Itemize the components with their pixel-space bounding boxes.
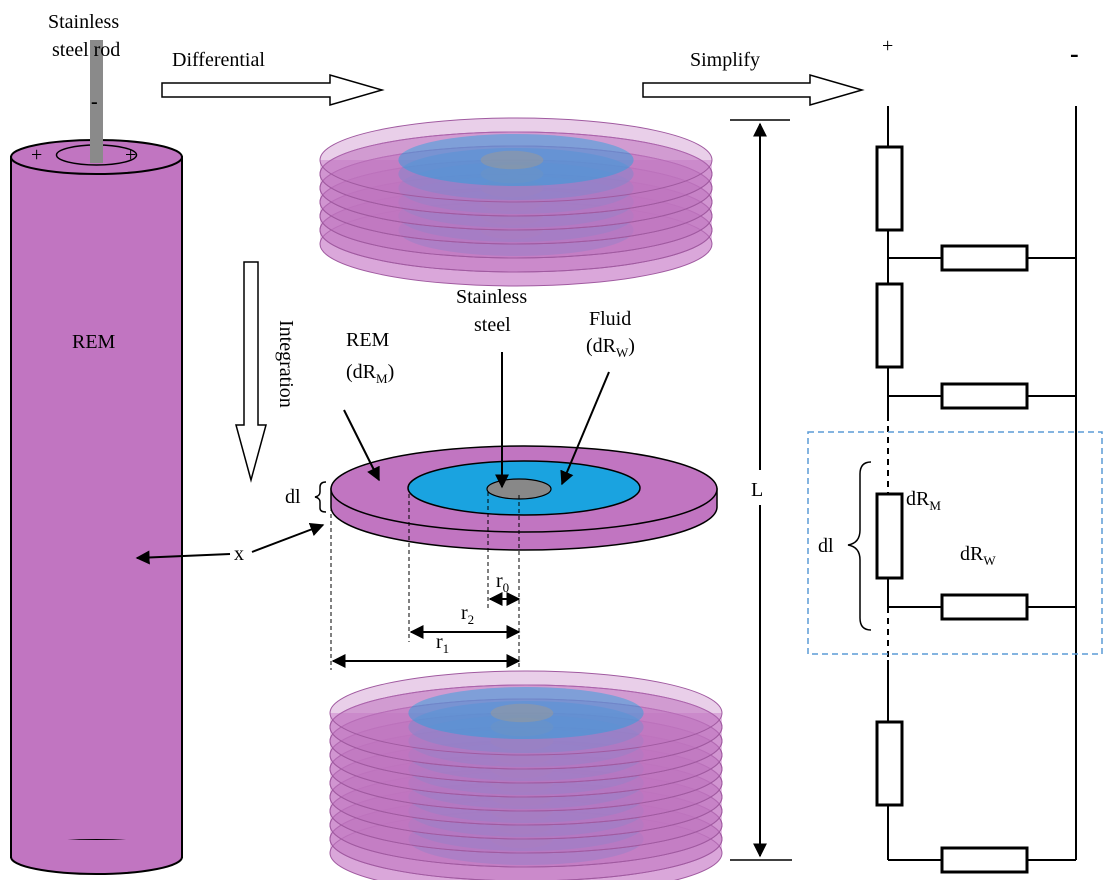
radius-guides [330,492,520,670]
differential-label: Differential [172,49,265,71]
x-arrow-right [251,522,325,553]
rod-plus-right: + [125,144,136,166]
r1-label: r1 [436,631,449,656]
resistor-w-1 [940,244,1029,272]
integration-arrow [235,261,267,483]
stacked-disk-layer [319,131,713,231]
rem-cylinder [10,139,183,875]
drw-label: dRW [960,543,996,568]
lower-disk-stack [329,670,723,880]
x-arrow-left [135,550,231,565]
x-label: x [234,543,244,565]
circuit-wires [887,106,1077,861]
resistor-m-1 [875,145,904,232]
drm-label: dRM [906,488,941,513]
rem-disk-pointer [343,409,380,482]
ss-label-line2: steel [474,314,511,336]
steel-rod [90,40,103,163]
differential-arrow [161,74,385,106]
circuit-minus: - [1070,39,1079,68]
length-dimension [730,119,792,861]
simplify-arrow [642,74,865,106]
rod-plus-left: + [31,144,42,166]
rem-disk-label-line1: REM [346,329,390,351]
stacked-disk-layer [319,117,713,217]
stacked-disk-layer [329,670,723,770]
dl-circuit-label: dl [818,535,834,557]
differential-disk [330,445,718,551]
rod-label-line1: Stainless [48,11,119,33]
stacked-disk-layer [329,684,723,784]
resistors-membrane [875,145,904,807]
rod-minus: - [91,91,98,113]
resistor-m-2 [875,282,904,369]
rem-label: REM [72,331,116,353]
dl-circuit-brace [847,461,872,631]
fluid-label-line2: (dRW) [586,335,635,360]
fluid-pointer [560,371,610,486]
resistors-water [940,244,1029,874]
dl-disk-brace [314,481,327,513]
resistor-m-4 [875,720,904,807]
ss-label-line1: Stainless [456,286,527,308]
rem-disk-label-line2: (dRM) [346,361,394,386]
resistor-w-2 [940,382,1029,410]
resistor-w-3 [940,593,1029,621]
rod-label-line2: steel rod [52,39,120,61]
upper-disk-stack [319,117,713,287]
r2-label: r2 [461,602,474,627]
differential-element-box [807,431,1103,655]
r0-label: r0 [496,570,509,595]
circuit-plus: + [882,35,893,57]
length-label: L [751,479,763,501]
resistor-m-3 [875,492,904,580]
fluid-label-line1: Fluid [589,308,631,330]
simplify-label: Simplify [690,49,760,71]
dl-disk-label: dl [285,486,301,508]
resistor-w-4 [940,846,1029,874]
integration-label: Integration [275,320,297,408]
